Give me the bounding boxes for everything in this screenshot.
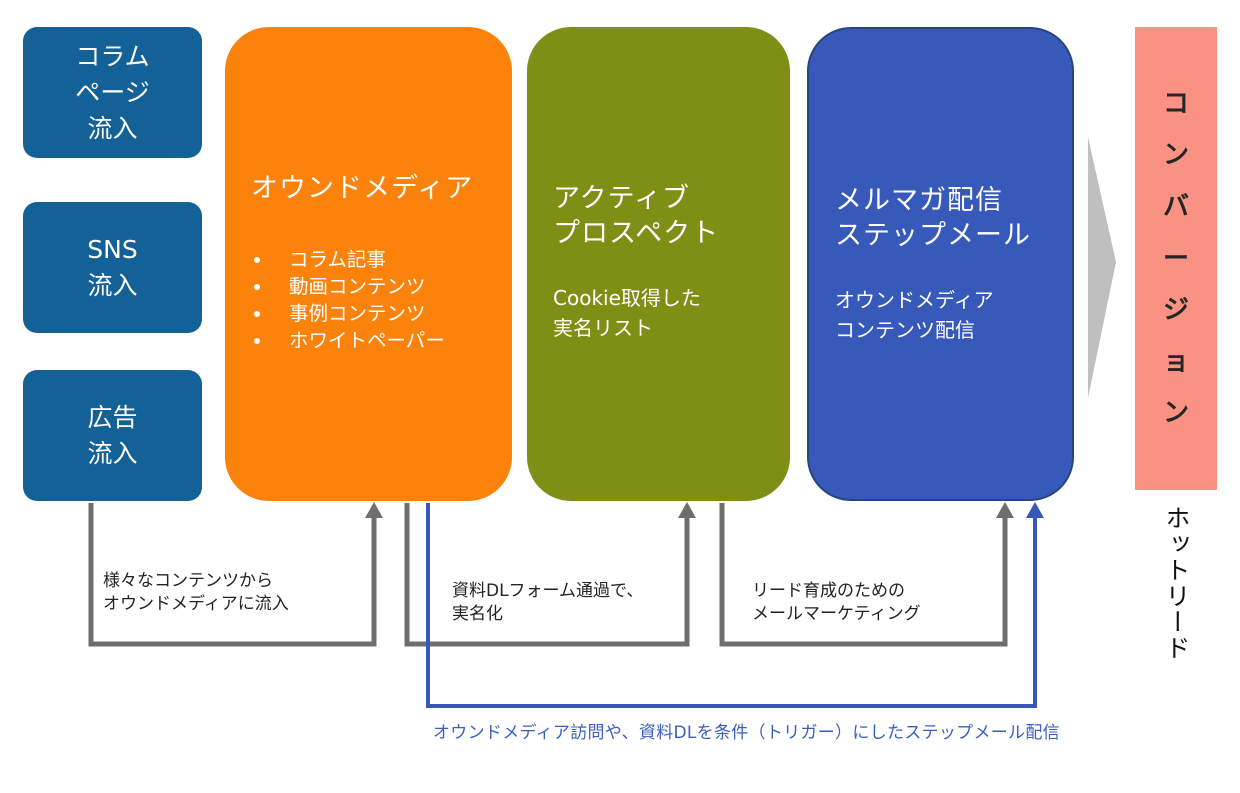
conversion-char: ン (1162, 140, 1189, 171)
ad-inflow-box: 広告 流入 (23, 370, 202, 501)
active-prospect-stage: アクティブ プロスペクト Cookie取得した 実名リスト (527, 27, 790, 501)
mail-description: オウンドメディア コンテンツ配信 (835, 285, 1072, 345)
flow-arrow-active-to-mail (719, 503, 1008, 647)
trigger-flow-arrow (426, 503, 1037, 708)
owned-media-title: オウンドメディア (251, 173, 474, 204)
active-prospect-description: Cookie取得した 実名リスト (553, 283, 790, 343)
list-item: ホワイトペーパー (251, 327, 512, 354)
mail-stage: メルマガ配信 ステップメール オウンドメディア コンテンツ配信 (807, 27, 1074, 501)
source-line: コラム (75, 41, 150, 71)
description-line: オウンドメディア (835, 288, 994, 312)
source-line: 流入 (87, 270, 138, 300)
title-line: メルマガ配信 (835, 185, 1003, 216)
trigger-label: オウンドメディア訪問や、資料DLを条件（トリガー）にしたステップメール配信 (433, 723, 1060, 743)
description-line: 実名リスト (553, 316, 653, 340)
flow-label-line: メールマーケティング (752, 604, 921, 624)
list-item: 事例コンテンツ (251, 300, 512, 327)
title-line: アクティブ (553, 183, 691, 214)
flow-label-line: 資料DLフォーム通過で、 (452, 581, 644, 601)
mail-title: メルマガ配信 ステップメール (835, 183, 1072, 253)
source-line: 広告 (87, 402, 138, 432)
flow-arrow-owned-to-active (404, 503, 690, 647)
source-line: 流入 (87, 438, 138, 468)
conversion-char: ジ (1162, 295, 1189, 326)
conversion-char: ン (1162, 398, 1189, 429)
source-line: ページ (75, 77, 150, 107)
list-item: 動画コンテンツ (251, 273, 512, 300)
owned-media-content-list: コラム記事 動画コンテンツ 事例コンテンツ ホワイトペーパー (251, 246, 512, 354)
title-line: ステップメール (835, 220, 1031, 251)
description-line: Cookie取得した (553, 286, 701, 310)
conversion-char: コ (1162, 88, 1189, 119)
conversion-char: ョ (1162, 346, 1189, 377)
list-item: コラム記事 (251, 246, 512, 273)
arrowhead-icon (1026, 502, 1044, 518)
arrowhead-icon (678, 502, 696, 518)
hot-lead-label: ホットリード (1162, 505, 1191, 661)
active-prospect-title: アクティブ プロスペクト (553, 181, 790, 251)
flow-label-nurturing: リード育成のための メールマーケティング (752, 580, 921, 626)
flow-label-line: リード育成のための (752, 581, 905, 601)
conversion-box: コ ン バ ー ジ ョ ン (1135, 27, 1217, 490)
flow-label-inflow: 様々なコンテンツから オウンドメディアに流入 (103, 570, 289, 616)
conversion-char: バ (1162, 191, 1189, 222)
conversion-char: ー (1162, 243, 1189, 274)
owned-media-stage: オウンドメディア コラム記事 動画コンテンツ 事例コンテンツ ホワイトペーパー (225, 27, 512, 501)
source-line: SNS (87, 234, 138, 264)
flow-label-line: 実名化 (452, 604, 503, 624)
flow-label-line: オウンドメディアに流入 (103, 594, 289, 614)
arrowhead-icon (996, 502, 1014, 518)
sns-inflow-box: SNS 流入 (23, 202, 202, 333)
flow-arrow-sources-to-owned (88, 503, 377, 647)
flow-label-realname: 資料DLフォーム通過で、 実名化 (452, 580, 643, 626)
title-line: プロスペクト (553, 218, 720, 249)
source-line: 流入 (87, 113, 138, 143)
description-line: コンテンツ配信 (835, 318, 975, 342)
column-page-inflow-box: コラム ページ 流入 (23, 27, 202, 158)
next-stage-chevron-icon (1088, 137, 1116, 398)
flow-label-line: 様々なコンテンツから (103, 571, 273, 591)
arrowhead-icon (365, 502, 383, 518)
